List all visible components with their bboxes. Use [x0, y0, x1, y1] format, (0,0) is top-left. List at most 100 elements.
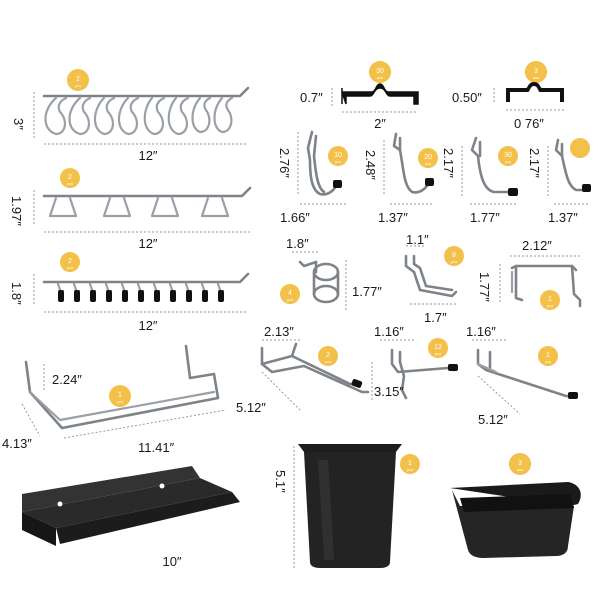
hook-strip-height: 3″ [11, 118, 26, 130]
double-hook-a-badge [318, 346, 338, 366]
hook-d-width: 1.37″ [548, 210, 578, 225]
bin-tall: 5.1″ 1 pcs [273, 444, 420, 568]
hook-a-height: 2.76″ [277, 148, 292, 178]
svg-text:pcs: pcs [67, 265, 73, 270]
svg-text:3: 3 [534, 68, 538, 75]
lock-clip-large-width: 2″ [374, 116, 386, 131]
hook-strip: 3″ 2 pcs 12″ [11, 69, 250, 163]
svg-text:pcs: pcs [407, 467, 413, 472]
u-hook-badge [444, 246, 464, 266]
svg-text:pcs: pcs [377, 75, 383, 80]
svg-text:pcs: pcs [533, 75, 539, 80]
shelf-rail: 2.24″ 1 pcs 4.13″ 11.41″ [2, 344, 227, 455]
hook-a-width: 1.66″ [280, 210, 310, 225]
lock-clip-small-width: 0 76″ [514, 116, 544, 131]
pin-strip: 1.8″ 2 pcs 12″ [9, 252, 250, 333]
lock-clip-large: 30 pcs 0.7″ 2″ [300, 61, 419, 131]
lock-clip-small-height: 0.50″ [452, 90, 482, 105]
svg-text:pcs: pcs [435, 351, 441, 356]
svg-text:pcs: pcs [425, 161, 431, 166]
bracket-height: 1.77″ [477, 272, 492, 302]
lock-clip-large-height: 0.7″ [300, 90, 323, 105]
u-hook: 1.1″ 8 pcs 1.7″ [404, 232, 464, 325]
loop-strip-badge [60, 168, 80, 188]
svg-text:3: 3 [518, 460, 522, 467]
svg-text:pcs: pcs [547, 303, 553, 308]
lock-clip-small-badge [525, 61, 547, 83]
hook-strip-width: 12″ [138, 148, 157, 163]
svg-text:pcs: pcs [451, 259, 457, 264]
hook-c-width: 1.77″ [470, 210, 500, 225]
hook-a: 10 pcs 2.76″ 1.66″ [277, 130, 348, 225]
svg-text:1: 1 [118, 392, 122, 399]
loop-strip-width: 12″ [138, 236, 157, 251]
hook-b-width: 1.37″ [378, 210, 408, 225]
shelf-rail-depth: 4.13″ [2, 436, 32, 451]
lock-clip-large-badge [369, 61, 391, 83]
shelf-rail-badge [109, 385, 131, 407]
double-hook-b-width: 1.16″ [374, 324, 404, 339]
svg-text:4: 4 [288, 290, 292, 297]
svg-text:8: 8 [452, 252, 456, 259]
svg-text:pcs: pcs [75, 83, 81, 88]
double-hook-b-badge [428, 338, 448, 358]
double-hook-a-length: 5.12″ [236, 400, 266, 415]
hook-c: 30 pcs 2.17″ 1.77″ [441, 136, 518, 225]
svg-text:2: 2 [326, 352, 330, 359]
svg-text:pcs: pcs [505, 159, 511, 164]
svg-text:pcs: pcs [325, 359, 331, 364]
svg-text:pcs: pcs [517, 467, 523, 472]
hook-a-badge [328, 146, 348, 166]
pin-strip-height: 1.8″ [9, 282, 24, 305]
hook-b: 20 pcs 2.48″ 1.37″ [363, 132, 438, 225]
svg-text:2: 2 [76, 76, 80, 83]
svg-text:12: 12 [434, 344, 442, 351]
ring-holder: 1.8″ 4 pcs 1.77″ [280, 236, 382, 312]
u-hook-height: 1.7″ [424, 310, 447, 325]
u-hook-width: 1.1″ [406, 232, 429, 247]
pin-strip-width: 12″ [138, 318, 157, 333]
bin-tall-badge [400, 454, 420, 474]
bin-tall-height: 5.1″ [273, 470, 288, 493]
svg-text:20: 20 [424, 154, 432, 161]
double-hook-a: 2.13″ 2 pcs 5.12″ [236, 324, 370, 415]
hook-b-height: 2.48″ [363, 150, 378, 180]
black-shelf-width: 10″ [162, 554, 181, 569]
svg-text:1: 1 [408, 460, 412, 467]
hook-c-height: 2.17″ [441, 148, 456, 178]
svg-text:pcs: pcs [287, 297, 293, 302]
svg-text:30: 30 [376, 68, 384, 75]
svg-text:10: 10 [334, 152, 342, 159]
svg-text:pcs: pcs [117, 399, 123, 404]
hook-d: 2.17″ 1.37″ [527, 138, 591, 225]
loop-strip: 1.97″ 2 pcs 12″ [9, 168, 252, 251]
svg-text:1: 1 [548, 296, 552, 303]
svg-text:2: 2 [68, 258, 72, 265]
loop-strip-height: 1.97″ [9, 196, 24, 226]
hook-c-badge [498, 146, 518, 166]
bin-open: 3 pcs [450, 453, 581, 558]
double-hook-c-length: 5.12″ [478, 412, 508, 427]
black-shelf: 10″ [22, 466, 240, 569]
bracket-badge [540, 290, 560, 310]
double-hook-c-width: 1.16″ [466, 324, 496, 339]
hook-strip-loops [44, 96, 234, 136]
pin-strip-badge [60, 252, 80, 272]
double-hook-a-width: 2.13″ [264, 324, 294, 339]
ring-holder-badge [280, 284, 300, 304]
svg-text:pcs: pcs [67, 181, 73, 186]
svg-text:2: 2 [68, 174, 72, 181]
hook-d-height: 2.17″ [527, 148, 542, 178]
pin-strip-pins [56, 282, 224, 302]
hook-d-badge [570, 138, 590, 158]
ring-holder-width: 1.8″ [286, 236, 309, 251]
svg-text:1: 1 [546, 352, 550, 359]
double-hook-b: 1.16″ 12 pcs 3.15″ [371, 324, 458, 400]
svg-text:pcs: pcs [545, 359, 551, 364]
double-hook-b-length: 3.15″ [374, 384, 404, 399]
bracket: 2.12″ 1.77″ 1 pcs [477, 238, 582, 310]
svg-text:30: 30 [504, 152, 512, 159]
double-hook-c-badge [538, 346, 558, 366]
double-hook-c: 1.16″ 1 pcs 5.12″ [466, 324, 578, 427]
